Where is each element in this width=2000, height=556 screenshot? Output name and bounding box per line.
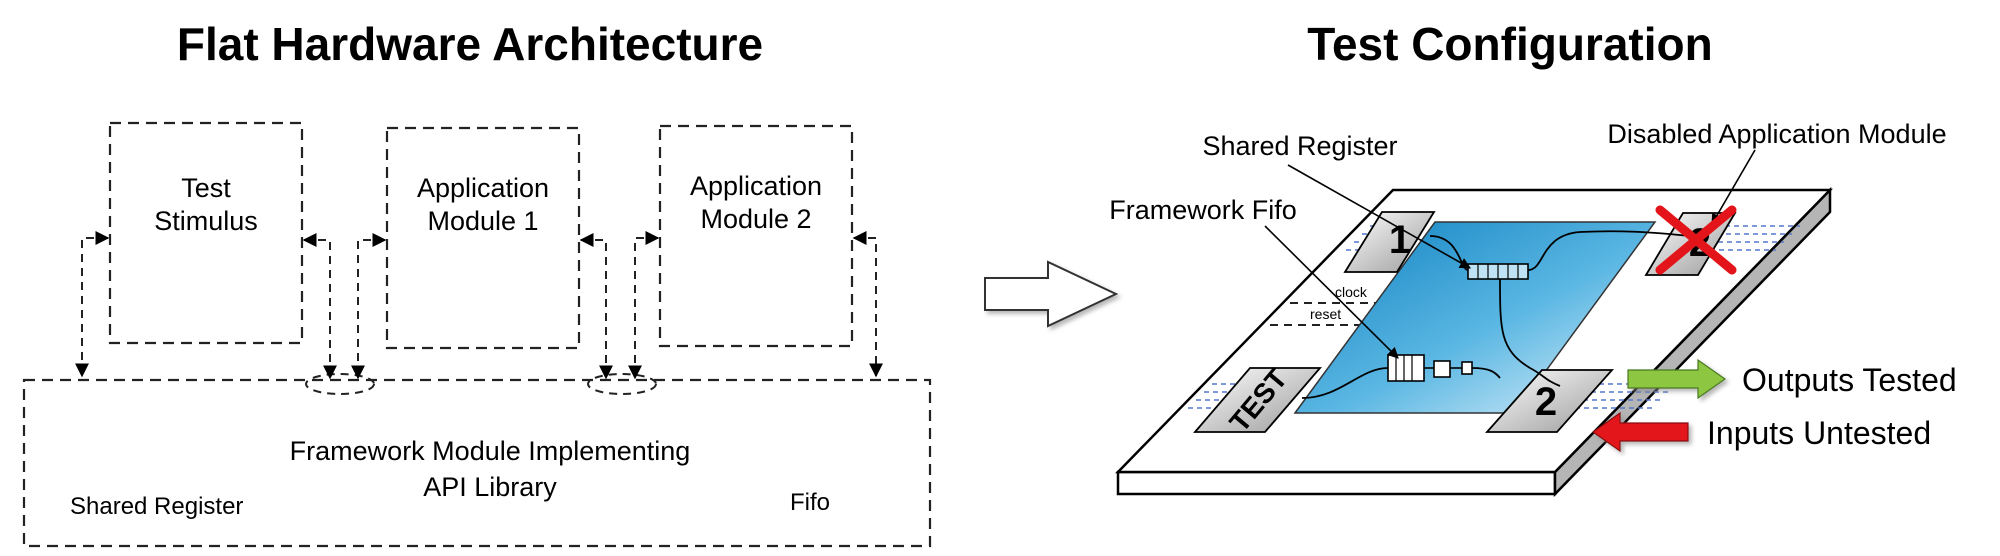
callout-framework-fifo-arrow: [1264, 225, 1399, 359]
callout-framework-fifo: Framework Fifo: [1109, 195, 1297, 225]
framework-label-2: API Library: [423, 472, 557, 502]
callout-disabled-module: Disabled Application Module: [1607, 119, 1946, 149]
reset-label: reset: [1310, 306, 1341, 322]
clock-label: clock: [1335, 284, 1368, 300]
callout-disabled-module-arrow: [1711, 149, 1756, 225]
shared-register-block: [1467, 263, 1529, 280]
outputs-tested-indicator: [1627, 358, 1727, 400]
disabled-x-mark: [1655, 205, 1737, 275]
fifo-label: Fifo: [790, 489, 830, 516]
test-stimulus-label-2: Stimulus: [154, 206, 258, 236]
inputs-untested-label: Inputs Untested: [1707, 415, 1931, 451]
right-title: Test Configuration: [1307, 18, 1712, 70]
pad-module-2: 2: [1484, 369, 1615, 433]
fifo-port-ellipse: [587, 373, 657, 395]
signal-wires: [1301, 230, 1691, 399]
app-module-1-label-2: Module 1: [427, 206, 538, 236]
application-module-2: Application Module 2: [658, 124, 854, 348]
callout-shared-register-arrow: [1287, 164, 1471, 269]
inputs-untested-indicator: [1591, 411, 1689, 453]
shared-register-label: Shared Register: [70, 493, 243, 520]
app-module-1-label-1: Application: [417, 173, 549, 203]
module-2-number: 2: [1535, 380, 1557, 424]
app-module-2-label-1: Application: [690, 171, 822, 201]
callout-shared-register: Shared Register: [1202, 131, 1397, 161]
transition-arrow: [984, 260, 1119, 328]
outputs-tested-label: Outputs Tested: [1742, 362, 1957, 398]
test-stimulus-label-1: Test: [181, 173, 231, 203]
app-module-2-label-2: Module 2: [700, 204, 811, 234]
register-port-ellipse: [305, 373, 375, 395]
pad-module-1: 1: [1343, 211, 1436, 273]
fifo-block: [1387, 354, 1473, 382]
framework-module: Framework Module Implementing API Librar…: [22, 378, 932, 548]
module-1-number: 1: [1389, 218, 1411, 262]
framework-chip: [1293, 221, 1657, 414]
application-module-1: Application Module 1: [385, 126, 581, 350]
module-connectors: [75, 231, 883, 380]
test-stimulus-module: Test Stimulus: [108, 121, 304, 345]
framework-label-1: Framework Module Implementing: [290, 436, 691, 466]
left-title: Flat Hardware Architecture: [177, 18, 763, 70]
